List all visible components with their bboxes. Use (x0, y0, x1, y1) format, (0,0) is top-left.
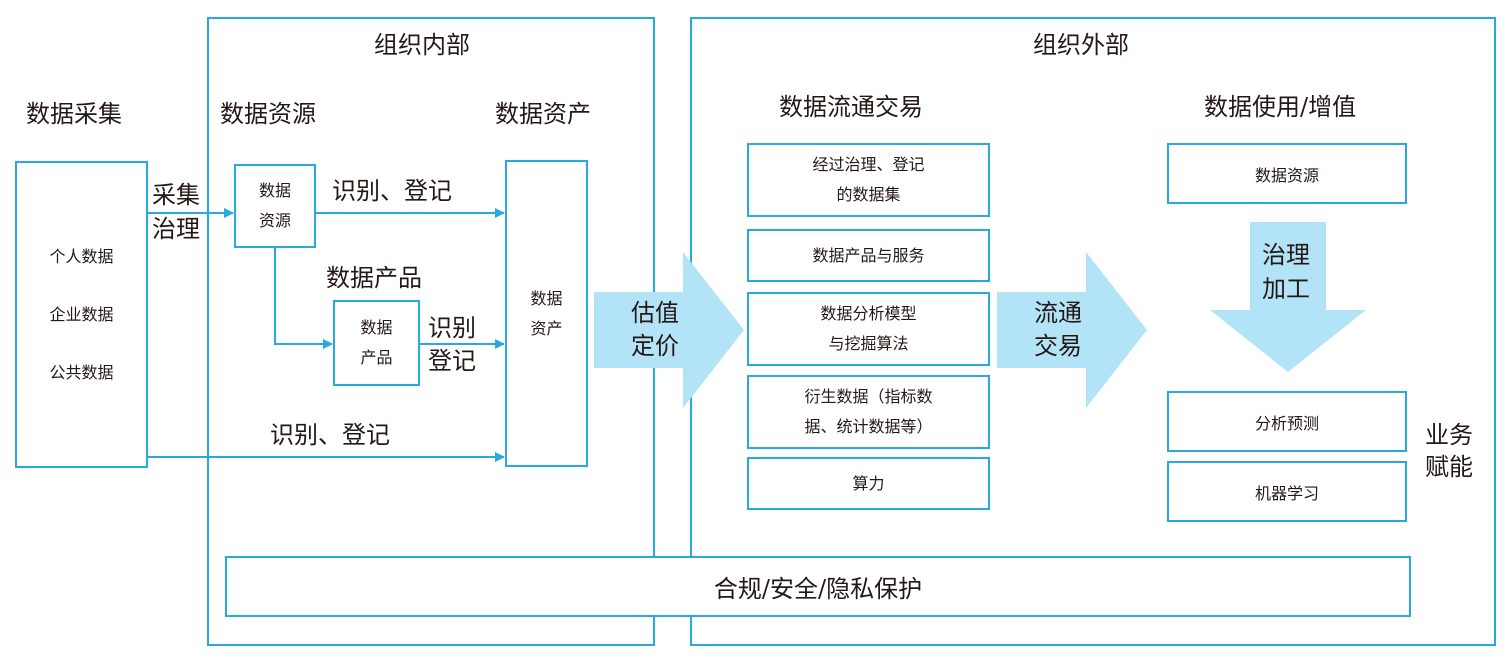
product-box-line2: 产品 (360, 348, 393, 367)
trade-item-models-line1: 数据分析模型 (820, 304, 917, 323)
trade-item-models-line2: 与挖掘算法 (828, 334, 909, 353)
valuation-line1: 估值 (631, 299, 679, 327)
inside-title: 组织内部 (374, 31, 470, 59)
trade-item-compute-line1: 算力 (852, 473, 885, 493)
resource-box-line2: 资源 (258, 211, 291, 230)
use-item-ml: 机器学习 (1167, 461, 1407, 522)
asset-box: 数据 资产 (505, 160, 588, 467)
collect-govern-label-2: 治理 (152, 215, 200, 243)
asset-header: 数据资产 (495, 100, 591, 128)
product-box: 数据 产品 (333, 300, 420, 386)
trade-item-dataset-line2: 的数据集 (836, 185, 901, 204)
use-item-ml-label: 机器学习 (1254, 483, 1319, 503)
trade-item-dataset-line1: 经过治理、登记 (812, 155, 925, 174)
identify-register-bottom: 识别、登记 (270, 421, 390, 449)
trade-header: 数据流通交易 (779, 93, 923, 121)
outside-title: 组织外部 (1033, 31, 1129, 59)
use-item-forecast-label: 分析预测 (1254, 413, 1319, 433)
asset-box-line1: 数据 (530, 288, 563, 308)
circulation-line1: 流通 (1034, 299, 1082, 327)
identify-register-top: 识别、登记 (332, 177, 452, 205)
arrow-resource-to-product (274, 248, 333, 349)
collection-title: 数据采集 (26, 100, 122, 128)
trade-item-derived-line1: 衍生数据（指标数 (804, 387, 933, 406)
collection-item-public: 公共数据 (49, 362, 114, 382)
trade-item-models: 数据分析模型 与挖掘算法 (747, 292, 990, 366)
process-line1: 治理 (1262, 241, 1310, 269)
resource-header: 数据资源 (220, 100, 316, 128)
circulation-arrow (997, 252, 1147, 408)
trade-item-products-line1: 数据产品与服务 (812, 245, 925, 265)
valuation-line2: 定价 (631, 332, 679, 360)
empower-line1: 业务 (1425, 421, 1473, 449)
process-line2: 加工 (1262, 275, 1310, 303)
compliance-label: 合规/安全/隐私保护 (713, 575, 923, 603)
asset-box-line2: 资产 (530, 318, 563, 338)
trade-item-compute: 算力 (747, 457, 990, 510)
trade-item-products: 数据产品与服务 (747, 229, 990, 282)
collection-item-enterprise: 企业数据 (49, 304, 114, 324)
process-arrow (1210, 222, 1366, 372)
use-resource-box: 数据资源 (1167, 143, 1407, 204)
trade-item-derived-line2: 据、统计数据等） (804, 417, 933, 436)
product-box-line1: 数据 (360, 318, 393, 337)
identify-label: 识别 (428, 314, 476, 342)
register-label: 登记 (428, 347, 476, 375)
collection-item-personal: 个人数据 (49, 246, 114, 266)
valuation-arrow (594, 252, 744, 408)
collect-govern-label-1: 采集 (152, 181, 200, 209)
circulation-line2: 交易 (1034, 332, 1082, 360)
trade-item-derived: 衍生数据（指标数 据、统计数据等） (747, 375, 990, 449)
empower-line2: 赋能 (1425, 453, 1473, 481)
use-header: 数据使用/增值 (1204, 93, 1357, 121)
resource-box: 数据 资源 (234, 164, 316, 248)
trade-item-dataset: 经过治理、登记 的数据集 (747, 143, 990, 217)
resource-box-line1: 数据 (258, 181, 291, 200)
use-resource-label: 数据资源 (1254, 165, 1319, 185)
compliance-bar: 合规/安全/隐私保护 (225, 556, 1411, 617)
collection-box: 个人数据 企业数据 公共数据 (15, 161, 148, 468)
use-item-forecast: 分析预测 (1167, 391, 1407, 452)
product-header: 数据产品 (326, 264, 422, 292)
